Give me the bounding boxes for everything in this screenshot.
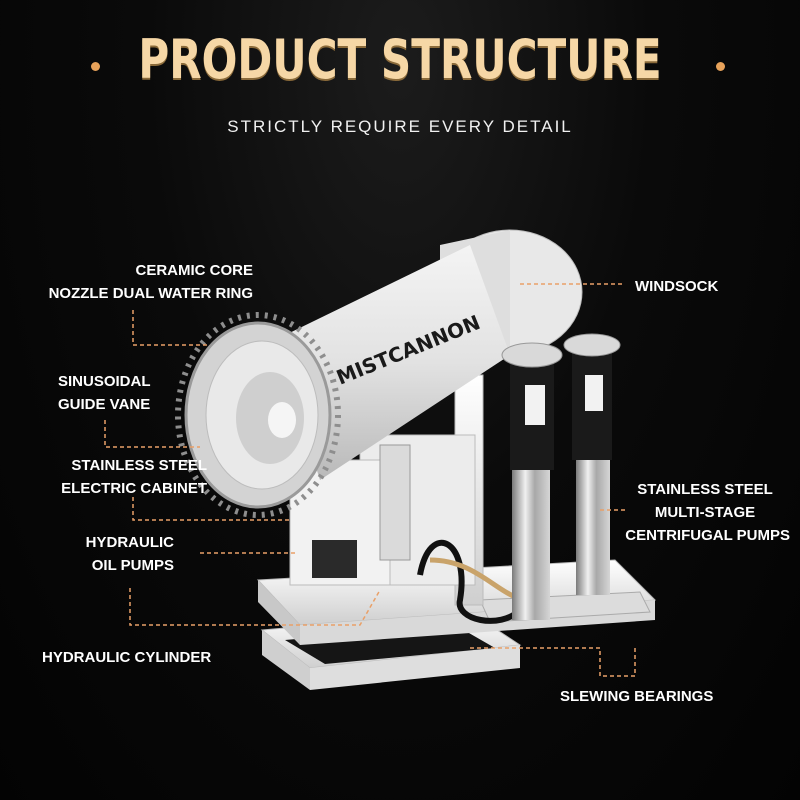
title-dot-left — [91, 62, 100, 71]
label-windsock: WINDSOCK — [635, 278, 719, 295]
label-slewing-bearings: SLEWING BEARINGS — [560, 688, 714, 705]
label-ceramic-core-line1: CERAMIC CORE — [135, 262, 253, 279]
label-hydraulic-cylinder: HYDRAULIC CYLINDER — [42, 649, 212, 666]
label-electric-cabinet: STAINLESS STEEL ELECTRIC CABINET — [40, 454, 207, 500]
label-guide-vane-line2: GUIDE VANE — [58, 396, 151, 413]
label-centrifugal-pumps-line3: CENTRIFUGAL PUMPS — [625, 527, 790, 544]
label-guide-vane-line1: SINUSOIDAL — [58, 373, 151, 390]
label-centrifugal-pumps-line1: STAINLESS STEEL — [637, 481, 773, 498]
label-guide-vane: SINUSOIDAL GUIDE VANE — [58, 370, 151, 416]
centrifugal-pumps — [501, 333, 621, 620]
label-centrifugal-pumps: STAINLESS STEEL MULTI-STAGE CENTRIFUGAL … — [600, 478, 790, 547]
label-oil-pumps-line1: HYDRAULIC — [85, 534, 174, 551]
label-oil-pumps-line2: OIL PUMPS — [91, 557, 174, 574]
label-ceramic-core-line2: NOZZLE DUAL WATER RING — [48, 285, 253, 302]
page-title: PRODUCT STRUCTURE — [138, 28, 662, 91]
label-ceramic-core: CERAMIC CORE NOZZLE DUAL WATER RING — [28, 259, 253, 305]
label-centrifugal-pumps-line2: MULTI-STAGE — [654, 504, 756, 521]
leader-lines — [104, 283, 636, 677]
label-oil-pumps: HYDRAULIC OIL PUMPS — [60, 531, 174, 577]
hydraulic-pump-unit — [312, 540, 357, 578]
hydraulic-cylinder — [379, 444, 411, 561]
title-dot-right — [716, 62, 725, 71]
label-electric-cabinet-line1: STAINLESS STEEL — [71, 457, 207, 474]
cannon-barrel: MISTCANNON — [175, 245, 510, 518]
page-subtitle: STRICTLY REQUIRE EVERY DETAIL — [227, 117, 573, 136]
nozzle-water-ring — [175, 312, 341, 518]
label-electric-cabinet-line2: ELECTRIC CABINET — [61, 480, 207, 497]
